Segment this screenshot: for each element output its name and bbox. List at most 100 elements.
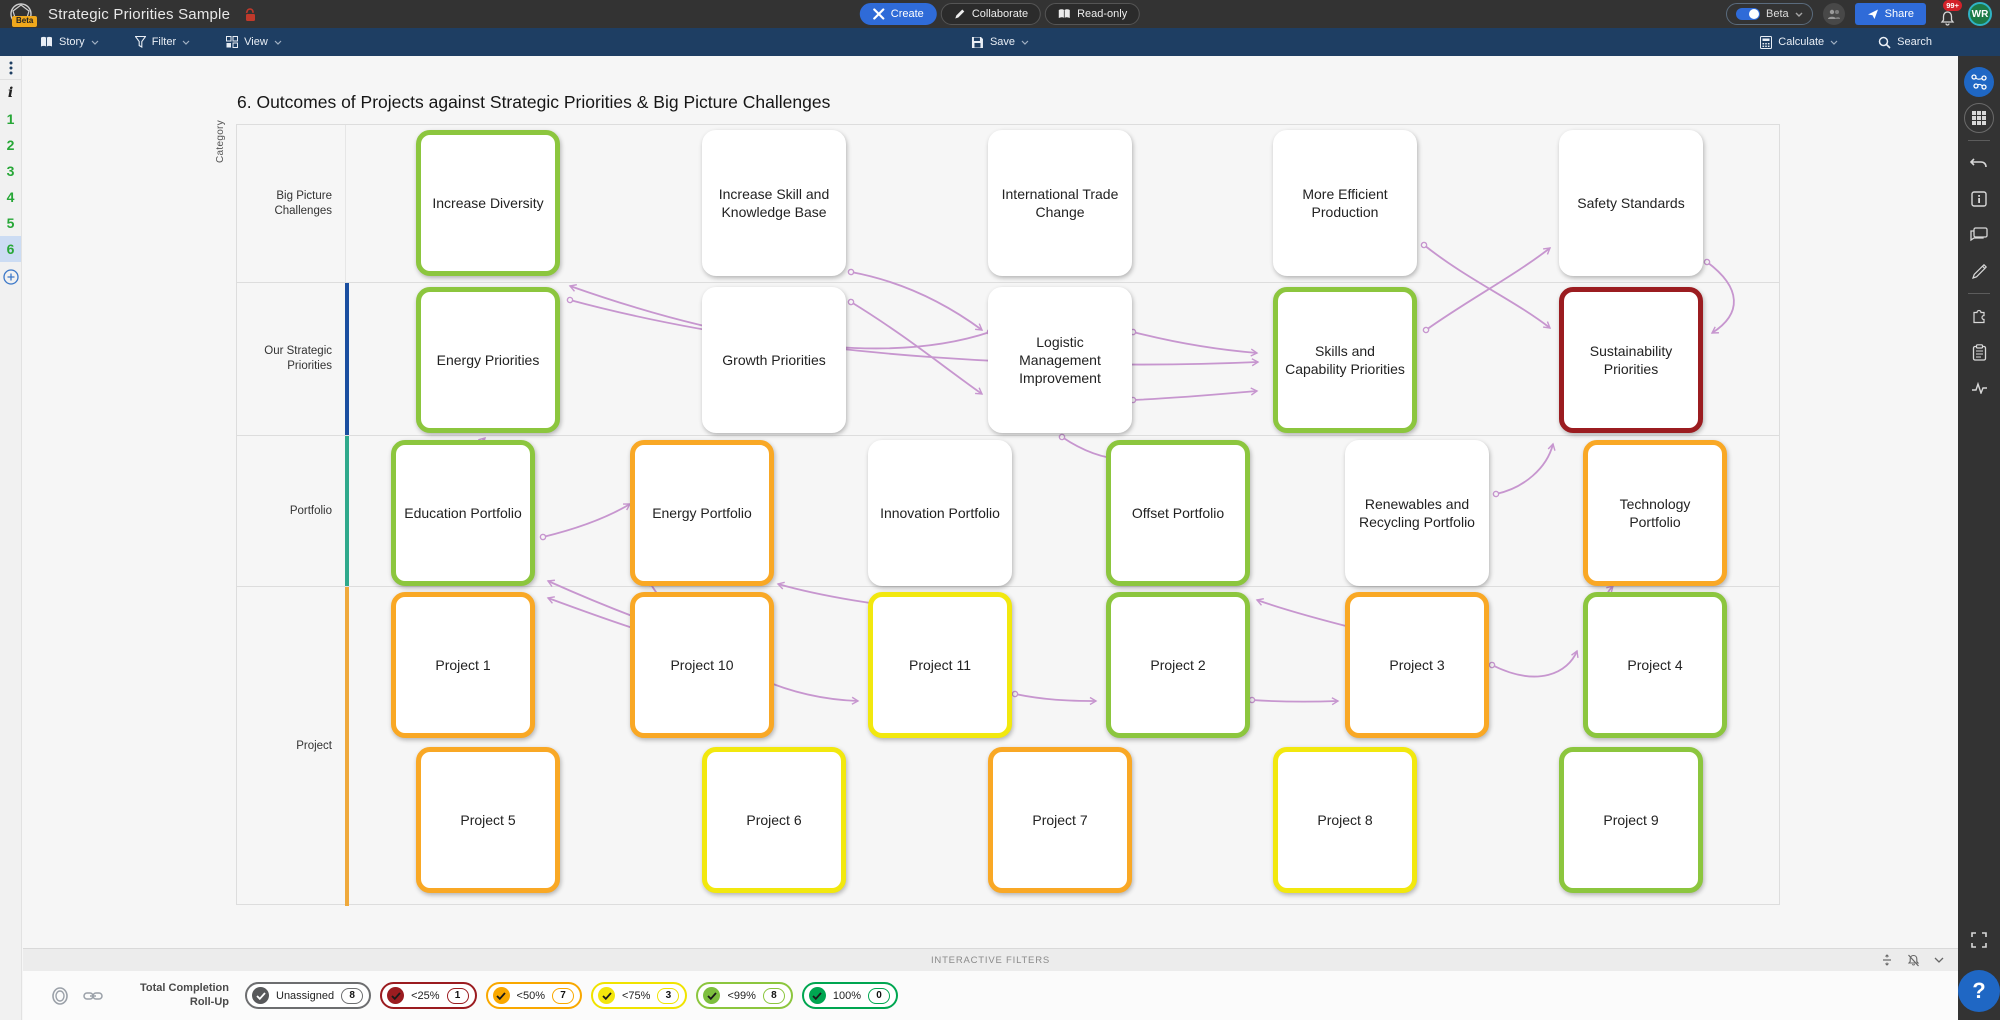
check-icon: [387, 987, 405, 1004]
card-project-11[interactable]: Project 11: [868, 592, 1012, 738]
page-2[interactable]: 2: [6, 137, 15, 153]
fullscreen-icon: [1971, 932, 1987, 948]
user-avatar[interactable]: WR: [1968, 2, 1992, 26]
card-project-6[interactable]: Project 6: [702, 747, 846, 893]
band-color-bar: [345, 283, 349, 435]
page-5[interactable]: 5: [6, 215, 15, 231]
collaborate-mode-button[interactable]: Collaborate: [940, 3, 1042, 25]
add-page-button[interactable]: [0, 262, 21, 292]
table-grid-icon: [1972, 111, 1986, 125]
ring-icon[interactable]: [51, 986, 69, 1006]
card-project-1[interactable]: Project 1: [391, 592, 535, 738]
calculate-button[interactable]: Calculate: [1752, 35, 1846, 49]
filter-bar-icons: [51, 986, 103, 1006]
filter-menu[interactable]: Filter: [127, 36, 198, 48]
card-education-portfolio[interactable]: Education Portfolio: [391, 440, 535, 586]
filters-strip-icons: [1881, 954, 1944, 967]
page-3[interactable]: 3: [6, 163, 15, 179]
filter-chip-50[interactable]: <50%7: [485, 982, 582, 1009]
filter-chip-25[interactable]: <25%1: [380, 982, 477, 1009]
calculator-icon: [1760, 35, 1773, 49]
card-energy-portfolio[interactable]: Energy Portfolio: [630, 440, 774, 586]
card-project-7[interactable]: Project 7: [988, 747, 1132, 893]
info-panel-button[interactable]: [1964, 184, 1994, 214]
card-logistic-management-improvement[interactable]: Logistic Management Improvement: [988, 287, 1132, 433]
page-4[interactable]: 4: [6, 189, 15, 205]
card-renewables-and-recycling-portfolio[interactable]: Renewables and Recycling Portfolio: [1345, 440, 1489, 586]
extensions-button[interactable]: [1964, 301, 1994, 331]
mute-notifications-icon[interactable]: [1907, 954, 1920, 967]
card-offset-portfolio[interactable]: Offset Portfolio: [1106, 440, 1250, 586]
filter-chip-75[interactable]: <75%3: [591, 982, 688, 1009]
card-technology-portfolio[interactable]: Technology Portfolio: [1583, 440, 1727, 586]
help-button[interactable]: ?: [1958, 970, 2000, 1012]
card-sustainability-priorities[interactable]: Sustainability Priorities: [1559, 287, 1703, 433]
clipboard-button[interactable]: [1964, 337, 1994, 367]
connector-6: [1129, 328, 1259, 357]
view-menu[interactable]: View: [218, 36, 290, 48]
toolbar-center: Save: [963, 36, 1037, 49]
card-project-2[interactable]: Project 2: [1106, 592, 1250, 738]
pages-menu-kebab[interactable]: [0, 56, 21, 80]
search-button[interactable]: Search: [1870, 36, 1940, 49]
card-project-8[interactable]: Project 8: [1273, 747, 1417, 893]
relationships-view-button[interactable]: [1964, 67, 1994, 97]
card-project-5[interactable]: Project 5: [416, 747, 560, 893]
table-view-button[interactable]: [1964, 103, 1994, 133]
page-1[interactable]: 1: [6, 111, 15, 127]
story-book-icon: [41, 36, 52, 47]
fullscreen-button[interactable]: [1964, 925, 1994, 955]
chip-count-badge: 3: [657, 987, 680, 1004]
check-icon: [598, 987, 615, 1004]
card-label: Project 5: [460, 811, 516, 828]
readonly-mode-button[interactable]: Read-only: [1045, 3, 1141, 25]
filter-chip-99[interactable]: <99%8: [696, 982, 793, 1009]
comments-button[interactable]: [1964, 220, 1994, 250]
category-label: Project: [296, 740, 332, 753]
card-label: Sustainability Priorities: [1589, 342, 1673, 377]
card-project-9[interactable]: Project 9: [1559, 747, 1703, 893]
card-label: Project 10: [670, 656, 734, 673]
card-international-trade-change[interactable]: International Trade Change: [988, 130, 1132, 276]
undo-icon: [1970, 158, 1987, 168]
unlocked-icon[interactable]: [244, 7, 257, 22]
collapse-panel-icon[interactable]: [1881, 954, 1893, 966]
tools-sidebar: ?: [1958, 56, 2000, 1020]
link-icon[interactable]: [83, 990, 103, 1002]
chevron-down-icon[interactable]: [1934, 957, 1944, 963]
sidebar-bottom: ?: [1958, 922, 2000, 1012]
beta-toggle[interactable]: Beta: [1726, 3, 1813, 25]
card-project-3[interactable]: Project 3: [1345, 592, 1489, 738]
card-increase-skill-and-knowledge-base[interactable]: Increase Skill and Knowledge Base: [702, 130, 846, 276]
page-6[interactable]: 6: [0, 236, 21, 262]
card-skills-and-capability-priorities[interactable]: Skills and Capability Priorities: [1273, 287, 1417, 433]
create-mode-button[interactable]: Create: [859, 3, 937, 25]
card-energy-priorities[interactable]: Energy Priorities: [416, 287, 560, 433]
interactive-filters-header: INTERACTIVE FILTERS: [23, 948, 1958, 971]
card-project-10[interactable]: Project 10: [630, 592, 774, 738]
save-button[interactable]: Save: [963, 36, 1037, 49]
activity-button[interactable]: [1964, 373, 1994, 403]
card-innovation-portfolio[interactable]: Innovation Portfolio: [868, 440, 1012, 586]
filter-chip-100[interactable]: 100%0: [801, 982, 899, 1009]
network-icon: [1971, 74, 1987, 90]
card-label: Logistic Management Improvement: [1019, 333, 1101, 387]
card-increase-diversity[interactable]: Increase Diversity: [416, 130, 560, 276]
notifications-button[interactable]: 99+: [1936, 0, 1962, 26]
info-page-item[interactable]: i: [7, 85, 14, 101]
story-menu[interactable]: Story: [32, 36, 107, 48]
kebab-icon: [9, 61, 12, 74]
card-safety-standards[interactable]: Safety Standards: [1559, 130, 1703, 276]
share-button[interactable]: Share: [1854, 3, 1926, 25]
undo-button[interactable]: [1964, 148, 1994, 178]
chip-label: Unassigned: [276, 989, 335, 1002]
connector-9: [1422, 247, 1552, 334]
card-growth-priorities[interactable]: Growth Priorities: [702, 287, 846, 433]
card-more-efficient-production[interactable]: More Efficient Production: [1273, 130, 1417, 276]
presence-users-icon[interactable]: [1822, 3, 1845, 25]
app-logo[interactable]: Beta: [6, 1, 38, 27]
edit-pencil-button[interactable]: [1964, 256, 1994, 286]
category-band-3: Portfolio: [237, 435, 1779, 586]
card-project-4[interactable]: Project 4: [1583, 592, 1727, 738]
